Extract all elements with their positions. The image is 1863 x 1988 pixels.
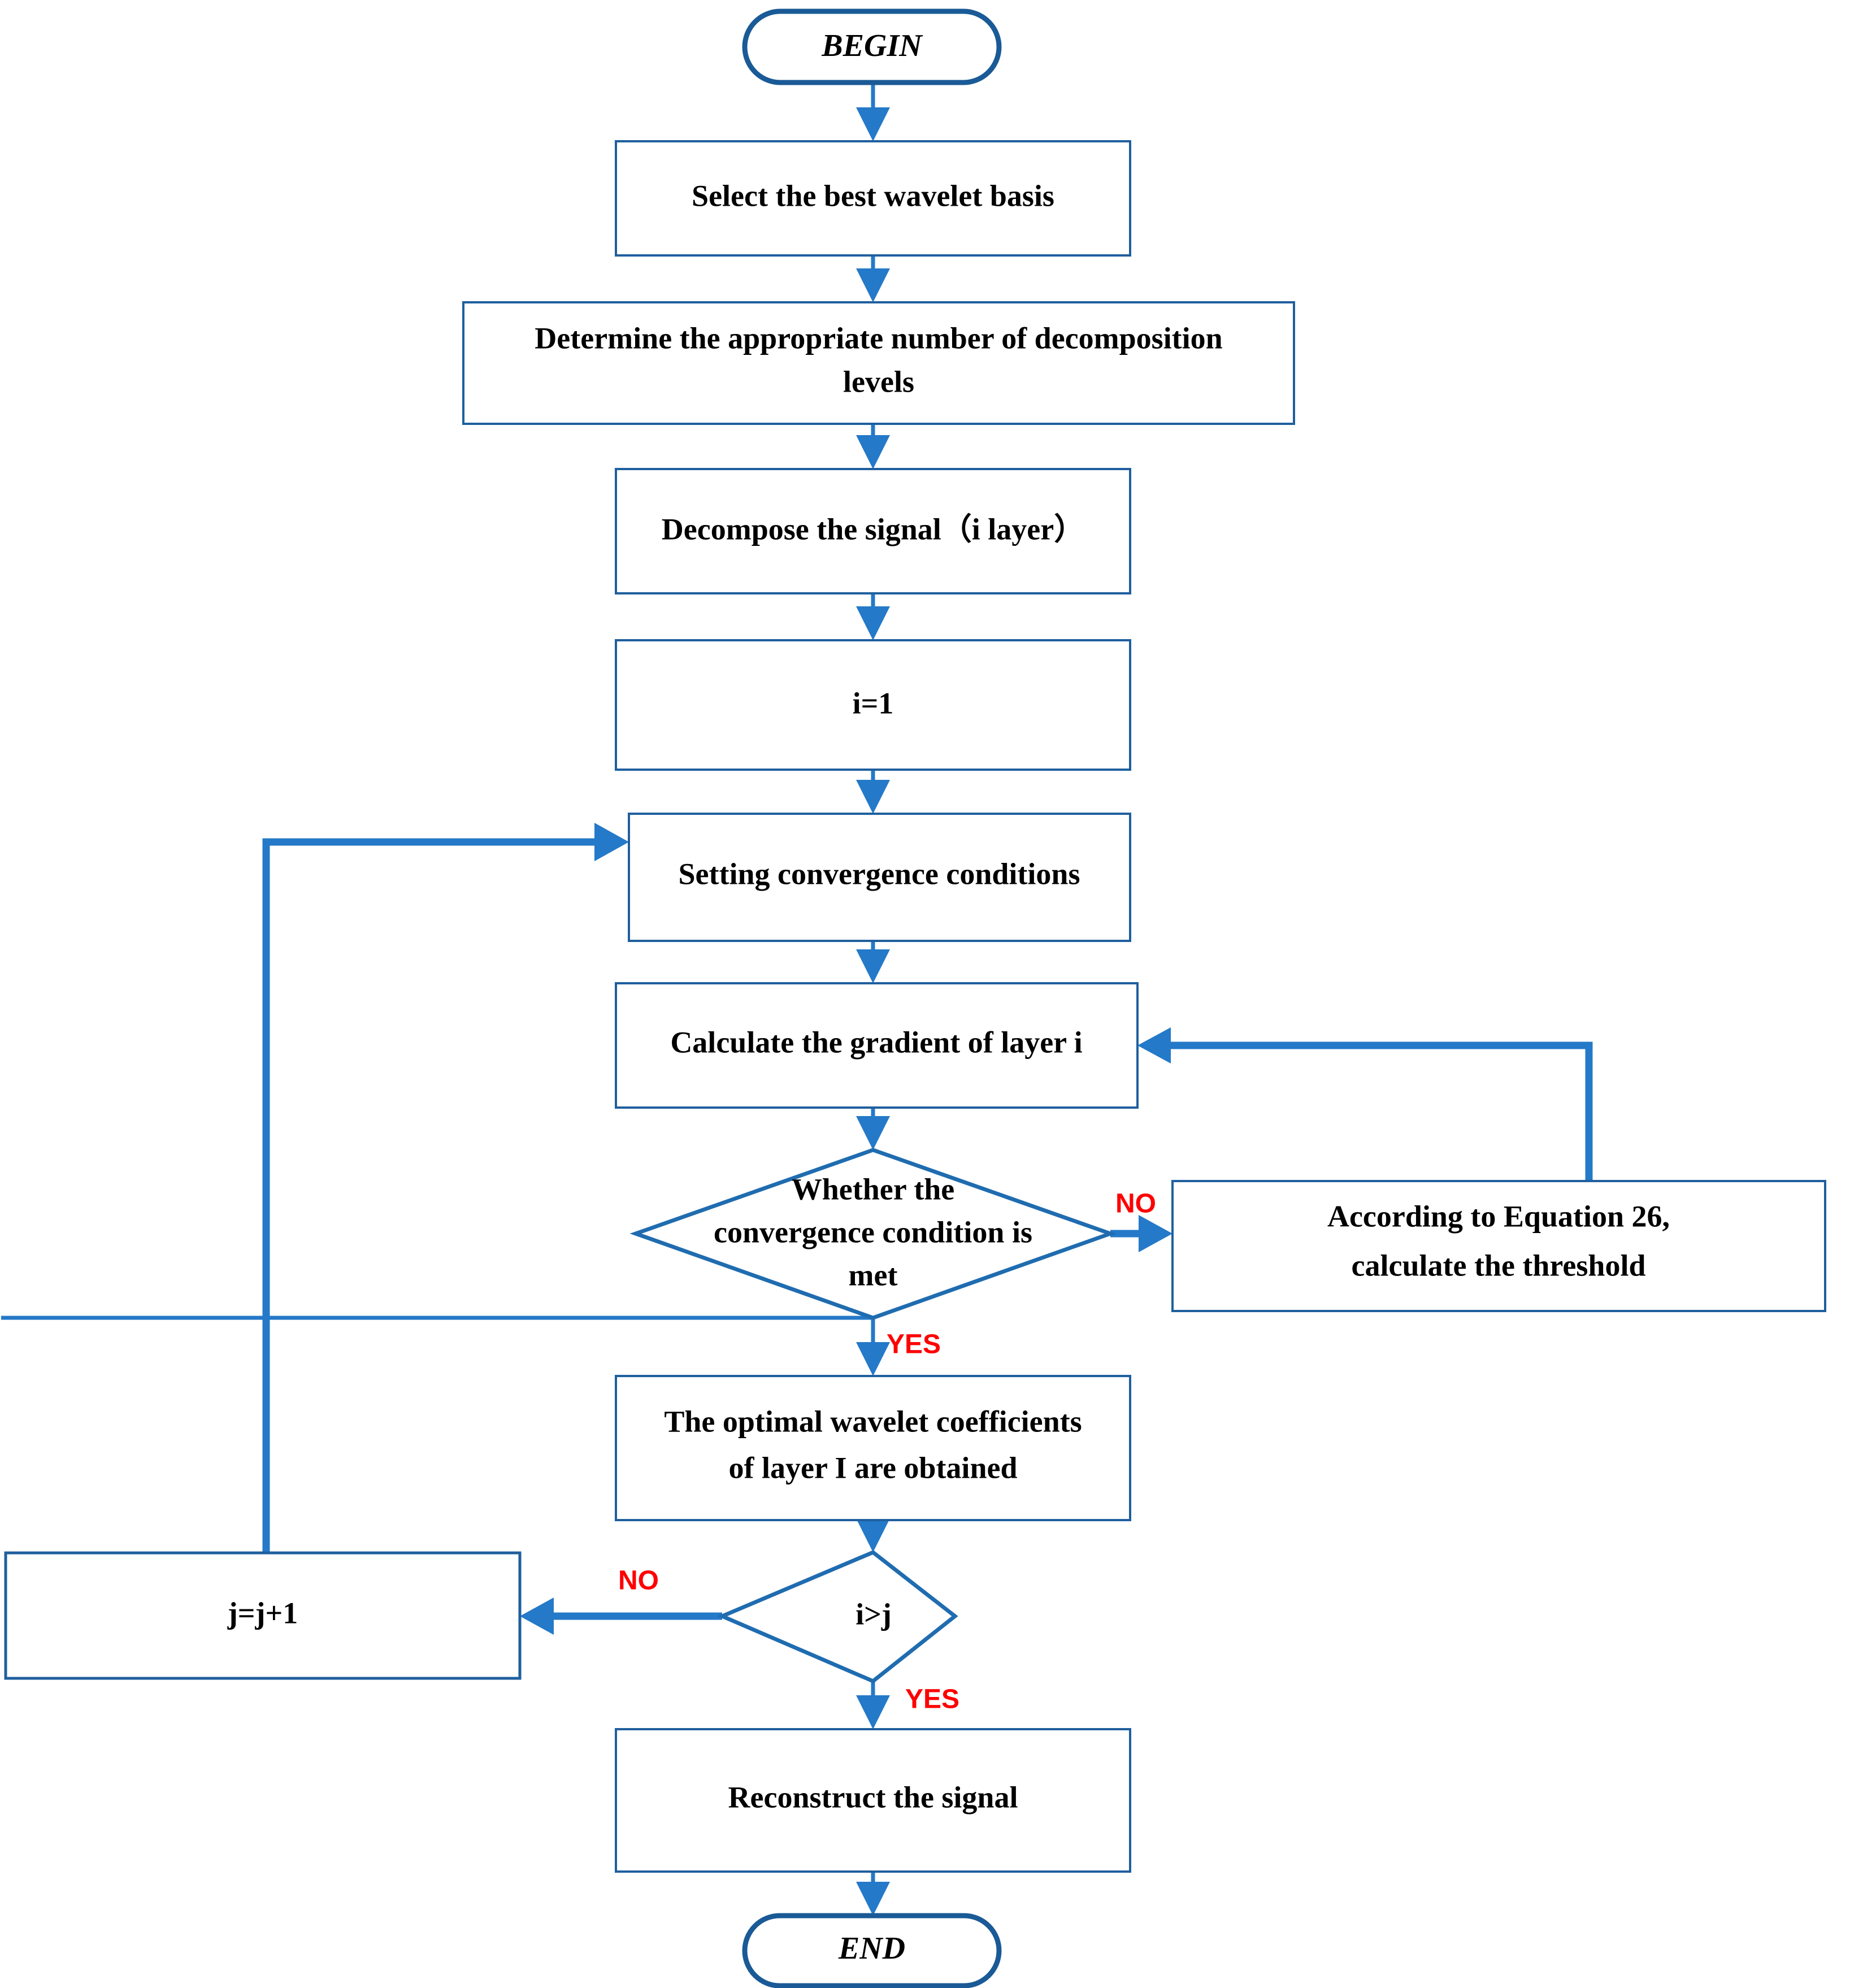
edge-increment-feedback-to-setting [262, 823, 629, 1553]
node-compare-ij[interactable]: i>j [717, 1549, 958, 1684]
edge-label-compare-yes: YES [905, 1685, 959, 1714]
node-increment-j[interactable]: j=j+1 [4, 1551, 522, 1680]
edge-begin-to-select [856, 83, 890, 141]
node-convergence-check-line2: convergence condition is [714, 1215, 1032, 1249]
node-threshold[interactable]: According to Equation 26, calculate the … [1171, 1180, 1826, 1312]
node-decompose[interactable]: Decompose the signal（i layer） [615, 468, 1131, 594]
node-optimal-coeffs[interactable]: The optimal wavelet coefficients of laye… [615, 1375, 1131, 1521]
node-reconstruct-label: Reconstruct the signal [728, 1780, 1018, 1814]
node-optimal-coeffs-line1: The optimal wavelet coefficients [664, 1404, 1082, 1438]
node-optimal-coeffs-line2: of layer I are obtained [729, 1451, 1018, 1485]
edge-reconstruct-to-end [856, 1872, 890, 1916]
edge-init-to-setting [856, 770, 890, 814]
edge-compare-no-to-increment [520, 1598, 722, 1635]
node-determine-levels[interactable]: Determine the appropriate number of deco… [462, 301, 1295, 425]
node-decompose-label: Decompose the signal（i layer） [662, 512, 1084, 546]
node-begin[interactable]: BEGIN [742, 8, 1002, 85]
node-convergence-check-line1: Whether the [792, 1172, 954, 1206]
node-end[interactable]: END [742, 1913, 1002, 1988]
node-threshold-line1: According to Equation 26, [1327, 1199, 1670, 1233]
node-setting-convergence-label: Setting convergence conditions [679, 857, 1080, 891]
node-begin-label: BEGIN [821, 28, 923, 63]
edge-label-convergence-no: NO [1115, 1189, 1156, 1219]
edge-threshold-feedback-to-gradient [1137, 1027, 1593, 1181]
node-calc-gradient-label: Calculate the gradient of layer i [670, 1025, 1082, 1059]
node-select-basis-label: Select the best wavelet basis [692, 179, 1054, 212]
node-select-basis[interactable]: Select the best wavelet basis [615, 140, 1131, 257]
node-end-label: END [838, 1931, 905, 1966]
node-setting-convergence[interactable]: Setting convergence conditions [628, 813, 1131, 942]
edge-optimal-to-compare [856, 1518, 890, 1552]
node-determine-levels-line1: Determine the appropriate number of deco… [535, 321, 1222, 355]
edge-label-convergence-yes: YES [887, 1330, 941, 1360]
edge-convergence-yes-to-optimal [1, 1316, 890, 1376]
node-threshold-line2: calculate the threshold [1352, 1248, 1646, 1282]
edge-compare-yes-to-reconstruct [856, 1681, 890, 1729]
node-convergence-check-line3: met [849, 1258, 898, 1292]
node-determine-levels-line2: levels [843, 364, 914, 398]
node-convergence-check[interactable]: Whether the convergence condition is met [629, 1148, 1117, 1320]
edge-select-to-determine [856, 255, 890, 302]
node-increment-j-label: j=j+1 [227, 1596, 298, 1630]
edge-convergence-no-to-threshold [1110, 1215, 1172, 1252]
node-compare-ij-label: i>j [855, 1597, 892, 1631]
node-init-i-label: i=1 [853, 686, 894, 720]
edge-decompose-to-init [856, 593, 890, 640]
edge-label-compare-no: NO [618, 1566, 659, 1596]
edge-setting-to-gradient [856, 941, 890, 983]
edge-determine-to-decompose [856, 424, 890, 469]
node-calc-gradient[interactable]: Calculate the gradient of layer i [615, 982, 1139, 1109]
edge-gradient-to-convergence [856, 1108, 890, 1150]
node-init-i[interactable]: i=1 [615, 639, 1131, 771]
node-reconstruct[interactable]: Reconstruct the signal [615, 1728, 1131, 1873]
